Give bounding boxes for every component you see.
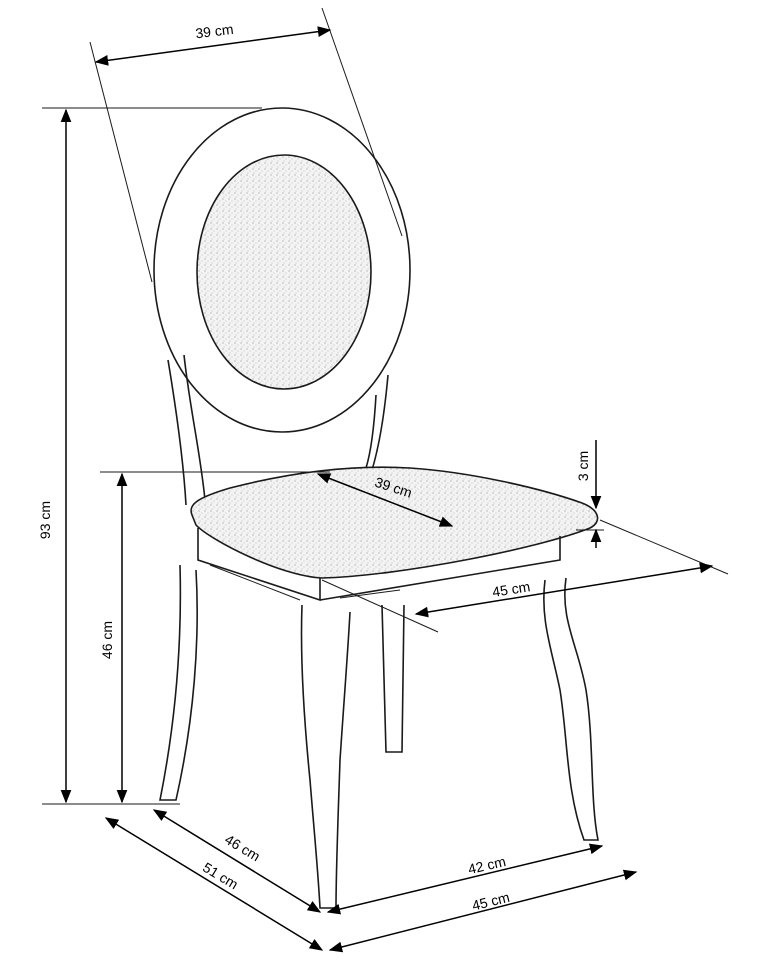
- extension-lines: [42, 7, 729, 805]
- label-overall-width: 45 cm: [470, 889, 511, 914]
- seat-apron: [197, 528, 561, 602]
- dimension-arrows: [60, 26, 714, 953]
- right-back-post: [365, 374, 389, 471]
- label-seat-height: 46 cm: [99, 621, 115, 659]
- label-back-width: 39 cm: [194, 21, 234, 42]
- dimension-labels: 39 cm 93 cm 46 cm 39 cm 3 cm 45 cm 46 cm…: [37, 21, 591, 914]
- apron-side: [209, 564, 401, 601]
- arrow-leg-depth: [152, 809, 322, 913]
- arrow-leg-width: [326, 843, 604, 915]
- label-total-height: 93 cm: [37, 501, 53, 539]
- left-back-post: [167, 354, 206, 506]
- arrow-back-width: [94, 26, 332, 66]
- backrest-cushion: [196, 154, 372, 390]
- arrow-overall-depth: [104, 817, 324, 951]
- backrest-frame: [153, 107, 411, 433]
- back-right-leg: [381, 604, 405, 753]
- back-left-leg: [159, 564, 198, 801]
- label-seat-thickness: 3 cm: [575, 451, 591, 481]
- arrow-seat-width: [414, 562, 714, 618]
- front-right-leg: [543, 577, 599, 841]
- label-leg-depth: 46 cm: [222, 831, 263, 864]
- chair-illustration: [153, 107, 599, 909]
- arrow-seat-depth-top: [316, 473, 454, 527]
- front-left-leg: [300, 604, 351, 909]
- label-seat-width-front: 45 cm: [491, 578, 531, 600]
- arrow-overall-width: [328, 869, 638, 953]
